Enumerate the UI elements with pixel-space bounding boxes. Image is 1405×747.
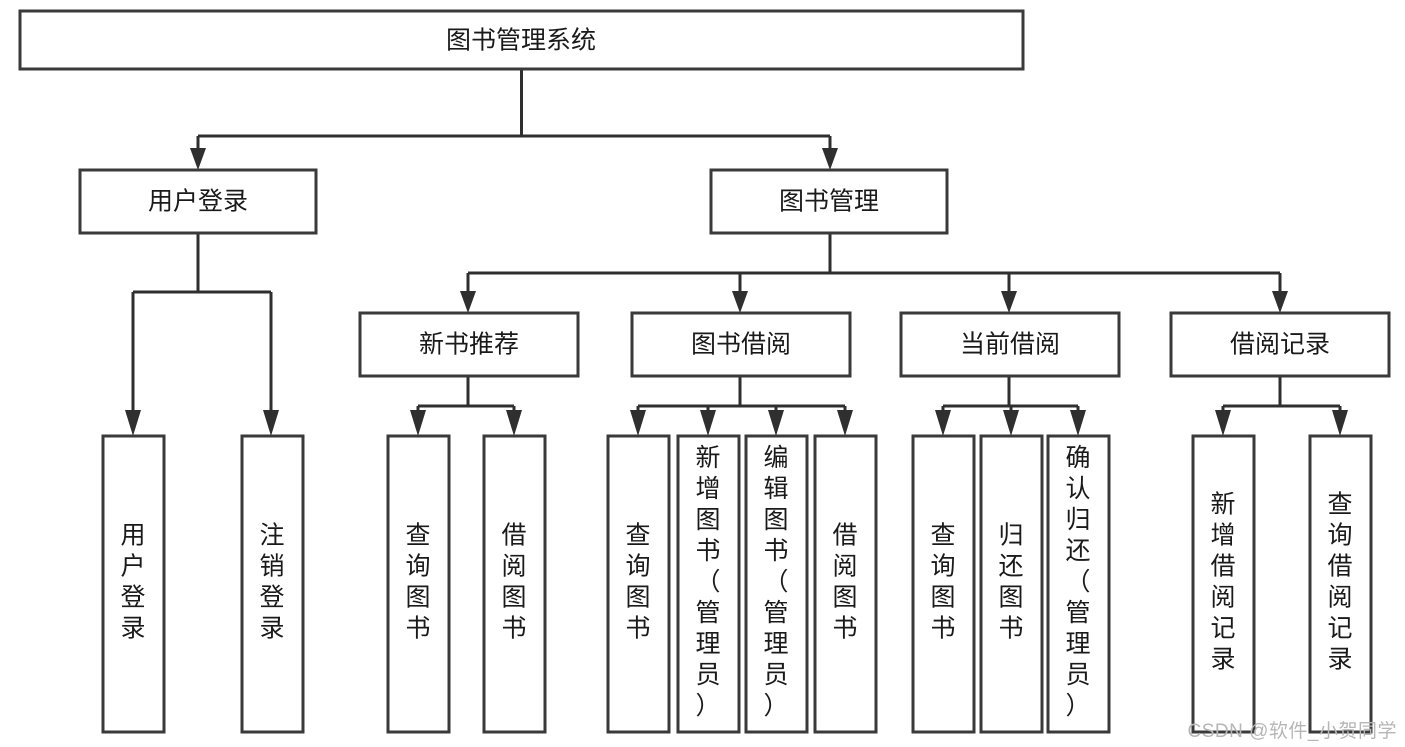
node-leaf-9-label: 查询图书 [930, 521, 955, 642]
arrow-head-leaf-2 [263, 410, 279, 436]
node-leaf-9[interactable]: 查询图书 [911, 434, 976, 734]
node-root[interactable]: 图书管理系统 [18, 9, 1025, 71]
node-login-label: 用户登录 [148, 188, 248, 216]
arrow-head-leaf-10 [1003, 410, 1019, 436]
arrow-head-bookmgmt [822, 148, 838, 170]
node-leaf-6-box[interactable] [676, 434, 741, 734]
node-leaf-9-box[interactable] [911, 434, 976, 734]
node-newbook-label: 新书推荐 [419, 331, 519, 359]
arrow-head-borrow [732, 291, 748, 313]
node-leaf-3-box[interactable] [386, 434, 451, 734]
node-leaf-5-label: 查询图书 [625, 521, 650, 642]
connector-group-current [935, 376, 1086, 436]
connector-group-borrow [630, 376, 853, 436]
node-leaf-13-box[interactable] [1308, 434, 1373, 734]
node-leaf-13-label: 查询借阅记录 [1327, 490, 1352, 673]
node-borrow-box[interactable] [630, 311, 852, 378]
node-leaf-12-label: 新增借阅记录 [1210, 490, 1235, 673]
node-leaf-11[interactable]: 确认归还（管理员） [1046, 434, 1111, 734]
node-borrow[interactable]: 图书借阅 [630, 311, 852, 378]
arrow-head-leaf-11 [1070, 410, 1086, 436]
arrow-head-leaf-4 [506, 410, 522, 436]
node-leaf-12-box[interactable] [1191, 434, 1256, 734]
node-leaf-11-label: 确认归还（管理员） [1065, 444, 1090, 720]
node-leaf-4[interactable]: 借阅图书 [482, 434, 547, 734]
node-leaf-7-label: 编辑图书（管理员） [763, 444, 788, 720]
node-leaf-7-box[interactable] [744, 434, 809, 734]
node-leaf-10-box[interactable] [979, 434, 1044, 734]
arrow-head-leaf-12 [1215, 410, 1231, 436]
node-bookmgmt-box[interactable] [709, 168, 949, 235]
node-records[interactable]: 借阅记录 [1169, 311, 1391, 378]
node-leaf-10-label: 归还图书 [998, 521, 1023, 642]
node-bookmgmt[interactable]: 图书管理 [709, 168, 949, 235]
node-leaf-8[interactable]: 借阅图书 [813, 434, 878, 734]
arrow-head-leaf-8 [837, 410, 853, 436]
node-login[interactable]: 用户登录 [78, 168, 318, 235]
node-borrow-label: 图书借阅 [691, 331, 791, 359]
arrow-head-leaf-13 [1332, 410, 1348, 436]
node-leaf-4-label: 借阅图书 [501, 521, 526, 642]
node-current[interactable]: 当前借阅 [899, 311, 1121, 378]
arrow-head-newbook [460, 291, 476, 313]
arrow-head-current [1001, 291, 1017, 313]
node-current-box[interactable] [899, 311, 1121, 378]
connector-group-root [190, 69, 838, 170]
arrow-head-leaf-3 [410, 410, 426, 436]
connector-group-newbook [410, 376, 522, 436]
node-leaf-3-label: 查询图书 [405, 521, 430, 642]
connector-group-records [1215, 376, 1348, 436]
node-leaf-1-label: 用户登录 [120, 521, 145, 642]
node-leaf-11-box[interactable] [1046, 434, 1111, 734]
node-newbook[interactable]: 新书推荐 [358, 311, 580, 378]
arrow-head-leaf-1 [125, 410, 141, 436]
node-login-box[interactable] [78, 168, 318, 235]
node-leaf-13[interactable]: 查询借阅记录 [1308, 434, 1373, 734]
node-records-box[interactable] [1169, 311, 1391, 378]
node-newbook-box[interactable] [358, 311, 580, 378]
node-leaf-12[interactable]: 新增借阅记录 [1191, 434, 1256, 734]
arrow-head-records [1272, 291, 1288, 313]
node-leaf-5-box[interactable] [606, 434, 671, 734]
arrow-head-leaf-9 [935, 410, 951, 436]
node-bookmgmt-label: 图书管理 [779, 188, 879, 216]
node-leaf-8-label: 借阅图书 [832, 521, 857, 642]
node-leaf-1-box[interactable] [101, 434, 166, 734]
node-leaf-4-box[interactable] [482, 434, 547, 734]
node-current-label: 当前借阅 [960, 331, 1060, 359]
node-root-box[interactable] [18, 9, 1025, 71]
node-leaf-5[interactable]: 查询图书 [606, 434, 671, 734]
arrow-head-login [190, 148, 206, 170]
node-leaf-3[interactable]: 查询图书 [386, 434, 451, 734]
node-leaf-7[interactable]: 编辑图书（管理员） [744, 434, 809, 734]
arrow-head-leaf-5 [630, 410, 646, 436]
node-leaf-2-box[interactable] [240, 434, 305, 734]
node-leaf-2[interactable]: 注销登录 [240, 434, 305, 734]
node-leaf-8-box[interactable] [813, 434, 878, 734]
node-leaf-6-label: 新增图书（管理员） [695, 444, 720, 720]
node-leaf-10[interactable]: 归还图书 [979, 434, 1044, 734]
node-records-label: 借阅记录 [1230, 331, 1330, 359]
connector-group-bookmgmt [460, 233, 1288, 313]
arrow-head-leaf-6 [700, 410, 716, 436]
node-leaf-1[interactable]: 用户登录 [101, 434, 166, 734]
arrow-head-leaf-7 [768, 410, 784, 436]
node-leaf-2-label: 注销登录 [259, 521, 284, 642]
node-root-label: 图书管理系统 [446, 27, 596, 55]
node-leaf-6[interactable]: 新增图书（管理员） [676, 434, 741, 734]
connector-group-login [125, 233, 279, 436]
